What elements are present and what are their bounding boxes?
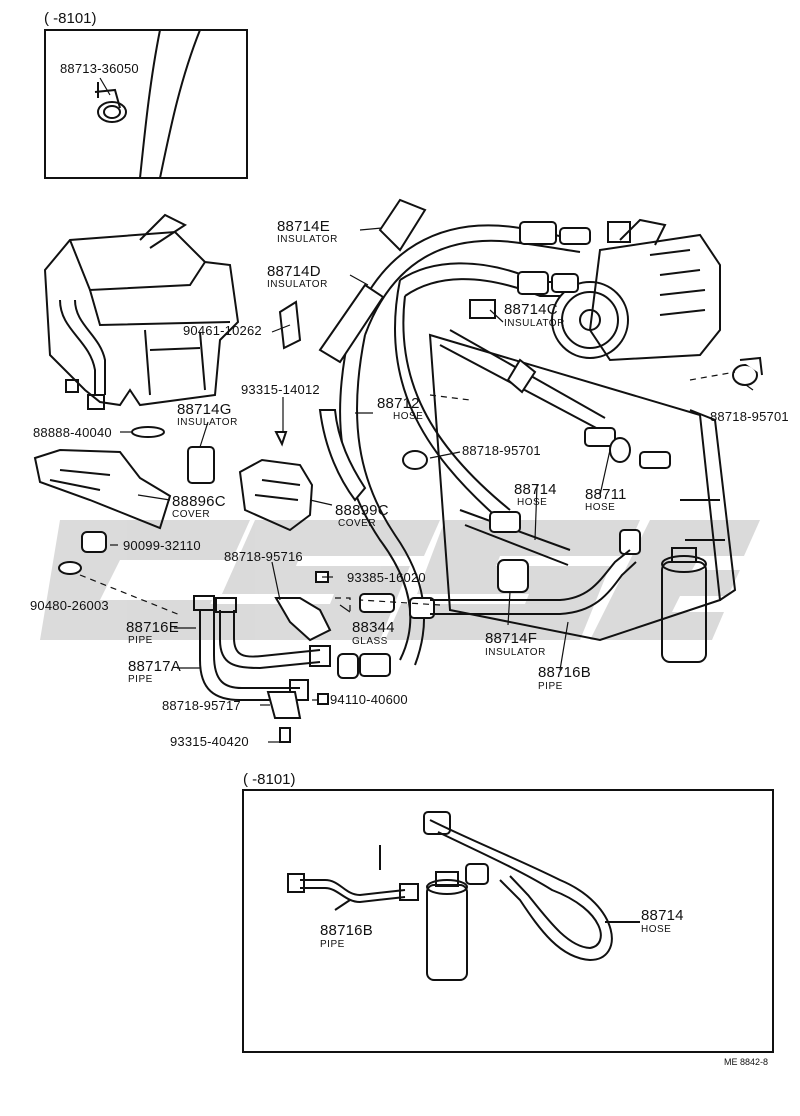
label-88714C: 88714C — [504, 301, 558, 318]
label-88344: 88344 — [352, 619, 395, 636]
inset-top-drawing — [94, 29, 201, 179]
label-inset-88716B: 88716B — [320, 922, 373, 939]
label-88712: 88712 — [377, 395, 420, 412]
desc-88714E: INSULATOR — [277, 234, 338, 245]
label-inset-88714: 88714 — [641, 907, 684, 924]
label-88716B: 88716B — [538, 664, 591, 681]
label-88716E: 88716E — [126, 619, 179, 636]
label-93315-40420: 93315-40420 — [170, 734, 249, 749]
insulators — [187, 198, 537, 593]
desc-88716B: PIPE — [538, 681, 563, 692]
inset-top-range: ( -8101) — [44, 10, 97, 27]
label-88896C: 88896C — [172, 493, 226, 510]
desc-88714F: INSULATOR — [485, 647, 546, 658]
desc-88714D: INSULATOR — [267, 279, 328, 290]
label-93385-16020: 93385-16020 — [347, 570, 426, 585]
label-90099-32110: 90099-32110 — [123, 538, 201, 553]
label-88718-95717: 88718-95717 — [162, 698, 241, 713]
inset-bottom-range: ( -8101) — [243, 771, 296, 788]
desc-88896C: COVER — [172, 509, 211, 520]
phantom-lines — [79, 371, 736, 616]
label-90480-26003: 90480-26003 — [30, 598, 109, 613]
label-88899C: 88899C — [335, 502, 389, 519]
desc-88714C: INSULATOR — [504, 318, 565, 329]
label-88718-95716: 88718-95716 — [224, 549, 303, 564]
label-88714G: 88714G — [177, 401, 232, 418]
label-88713-36050: 88713-36050 — [60, 61, 139, 76]
desc-88899C: COVER — [338, 518, 377, 529]
label-88714: 88714 — [514, 481, 557, 498]
pipes — [193, 549, 637, 701]
desc-88717A: PIPE — [128, 674, 153, 685]
desc-inset-88716B: PIPE — [320, 939, 345, 950]
label-94110-40600: 94110-40600 — [330, 692, 408, 707]
receiver-drier — [661, 547, 707, 663]
label-88714E: 88714E — [277, 218, 330, 235]
label-88718-95701-center: 88718-95701 — [462, 443, 541, 458]
hardware — [58, 300, 763, 743]
label-88711: 88711 — [585, 486, 627, 503]
reference-code: ME 8842-8 — [724, 1057, 769, 1067]
label-88888-40040: 88888-40040 — [33, 425, 112, 440]
label-88714D: 88714D — [267, 263, 321, 280]
desc-88712: HOSE — [393, 411, 424, 422]
fittings — [337, 221, 671, 679]
label-88718-95701-right: 88718-95701 — [710, 409, 789, 424]
label-88714F: 88714F — [485, 630, 538, 647]
desc-88344: GLASS — [352, 636, 388, 647]
compressor — [551, 218, 721, 362]
evaporator-unit — [43, 213, 240, 410]
inset-bottom-drawing — [287, 811, 640, 981]
condenser — [428, 333, 737, 642]
desc-88714: HOSE — [517, 497, 548, 508]
leader-lines — [99, 77, 754, 743]
desc-inset-88714: HOSE — [641, 924, 672, 935]
desc-88711: HOSE — [585, 502, 616, 513]
desc-88716E: PIPE — [128, 635, 153, 646]
inset-box-bottom — [242, 789, 774, 1053]
label-88717A: 88717A — [128, 658, 181, 675]
hoses — [339, 224, 606, 666]
label-93315-14012: 93315-14012 — [241, 382, 320, 397]
label-90461-10262: 90461-10262 — [183, 323, 262, 338]
desc-88714G: INSULATOR — [177, 417, 238, 428]
inset-box-top — [44, 29, 248, 179]
